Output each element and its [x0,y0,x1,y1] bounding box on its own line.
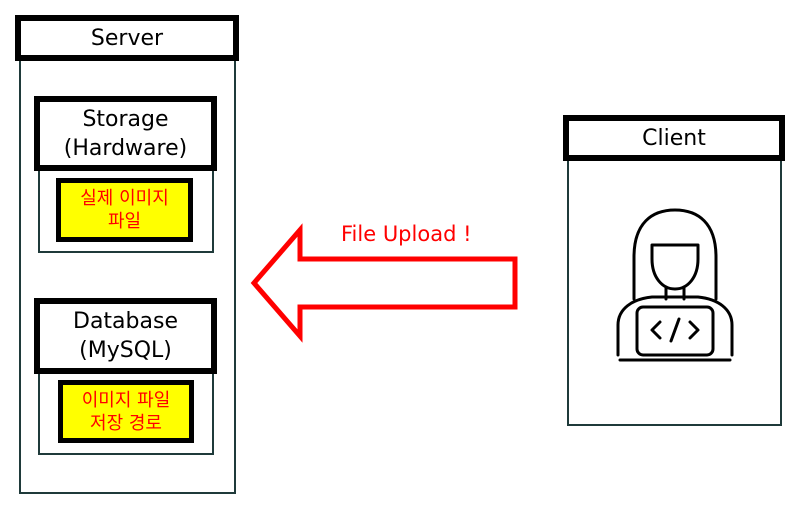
developer-laptop-icon [616,208,734,362]
client-title-box: Client [563,115,785,161]
storage-title-box: Storage (Hardware) [34,96,217,171]
database-title-line2: (MySQL) [79,338,172,363]
database-content-line1: 이미지 파일 [81,389,171,411]
storage-content-line2: 파일 [107,211,142,232]
storage-content-box: 실제 이미지 파일 [56,178,193,242]
database-content-line2: 저장 경로 [90,412,162,434]
upload-arrow-label: File Upload ! [341,222,472,246]
upload-arrow [250,223,518,343]
database-title-box: Database (MySQL) [34,298,217,374]
client-title: Client [642,125,706,151]
storage-title-line2: (Hardware) [63,135,188,161]
database-content-box: 이미지 파일 저장 경로 [58,380,194,443]
storage-content-line1: 실제 이미지 [80,188,169,209]
server-title-box: Server [15,15,239,61]
database-title-line1: Database [73,309,178,334]
storage-title-line1: Storage [82,106,169,132]
server-title: Server [90,25,164,51]
